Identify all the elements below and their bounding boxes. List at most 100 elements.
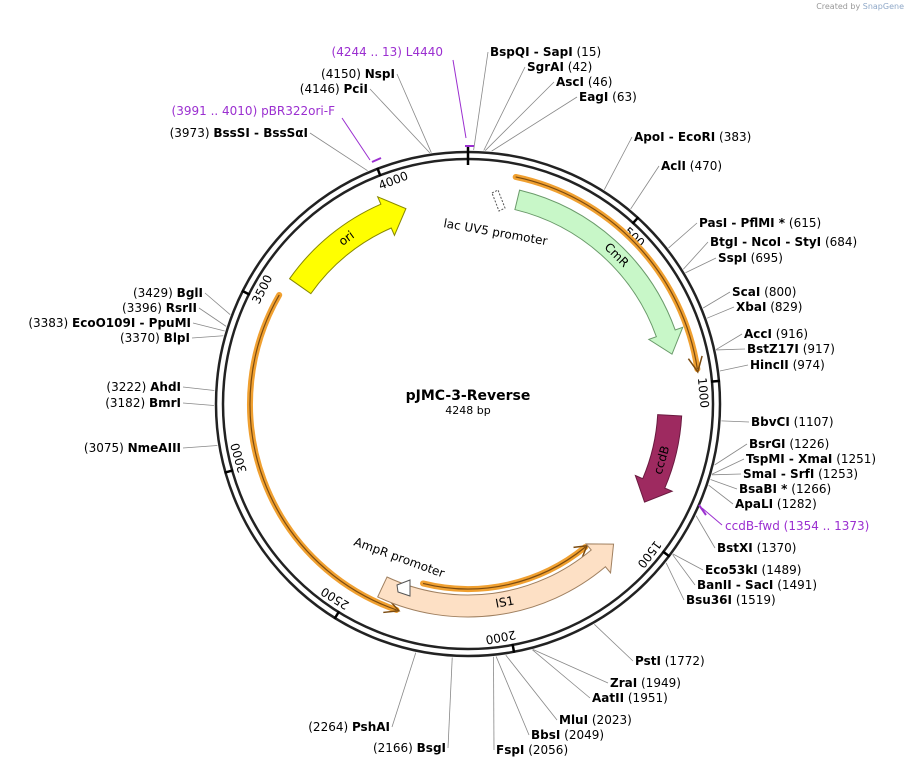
- enzyme-label[interactable]: BanII - SacI (1491): [697, 578, 817, 592]
- primer-label[interactable]: (3991 .. 4010) pBR322ori-F: [172, 104, 336, 118]
- enzyme-label[interactable]: (3973) BssSI - BssSαI: [170, 126, 308, 140]
- feature-cmr-arrow: [514, 189, 684, 355]
- orf-arrows: [247, 173, 703, 614]
- leader-line: [447, 657, 453, 749]
- leader-line: [191, 335, 224, 339]
- enzyme-label[interactable]: (3222) AhdI: [106, 380, 181, 394]
- enzyme-label[interactable]: (4150) NspI: [321, 67, 395, 81]
- leader-line: [182, 402, 215, 406]
- enzyme-label[interactable]: (2166) BsgI: [373, 741, 446, 755]
- enzyme-label[interactable]: XbaI (829): [736, 300, 803, 314]
- enzyme-label[interactable]: BstZ17I (917): [747, 342, 835, 356]
- enzyme-label[interactable]: ApaLI (1282): [735, 497, 817, 511]
- enzyme-label[interactable]: AatII (1951): [592, 691, 668, 705]
- primer-mark: [698, 504, 707, 516]
- enzyme-label[interactable]: PstI (1772): [635, 654, 705, 668]
- leader-line: [594, 624, 634, 662]
- enzyme-label[interactable]: BbvCI (1107): [751, 415, 834, 429]
- plasmid-backbone: [214, 146, 722, 658]
- feature-ori-arrow: [288, 195, 407, 295]
- leader-line: [484, 81, 555, 151]
- primer-label[interactable]: (4244 .. 13) L4440: [332, 45, 443, 59]
- enzyme-label[interactable]: (3429) BglI: [133, 286, 203, 300]
- tick-label: 2000: [484, 628, 517, 647]
- leader-line: [672, 554, 696, 586]
- label-leader-lines: [182, 51, 750, 751]
- leader-line: [396, 73, 432, 153]
- leader-line: [695, 515, 716, 549]
- tick-mark: [710, 379, 721, 383]
- lac-uv5-promoter-label: lac UV5 promoter: [442, 216, 548, 248]
- leader-line: [603, 136, 633, 190]
- feature-ccdb-arrow: [634, 414, 683, 503]
- ampr-promoter-label: AmpR promoter: [352, 535, 446, 581]
- enzyme-label[interactable]: HincII (974): [750, 358, 825, 372]
- enzyme-label[interactable]: MluI (2023): [559, 713, 632, 727]
- feature-is1-label: IS1: [494, 594, 515, 611]
- leader-line: [182, 445, 218, 449]
- leader-line: [505, 654, 558, 721]
- plasmid-name: pJMC-3-Reverse: [406, 388, 531, 404]
- leader-line: [715, 333, 743, 350]
- enzyme-label[interactable]: BsrGI (1226): [749, 437, 829, 451]
- enzyme-label[interactable]: Bsu36I (1519): [686, 593, 776, 607]
- enzyme-label[interactable]: TspMI - XmaI (1251): [746, 452, 876, 466]
- enzyme-label[interactable]: AscI (46): [556, 75, 612, 89]
- orf-arc-core: [515, 176, 698, 370]
- primer-leader: [701, 507, 723, 526]
- enzyme-label[interactable]: ZraI (1949): [610, 676, 681, 690]
- leader-line: [668, 222, 698, 249]
- plasmid-length: 4248 bp: [445, 404, 490, 417]
- enzyme-label[interactable]: (4146) PciI: [300, 82, 368, 96]
- primer-mark: [371, 157, 382, 163]
- tick-mark: [376, 167, 382, 177]
- enzyme-label[interactable]: BbsI (2049): [531, 728, 604, 742]
- leader-line: [192, 322, 225, 332]
- enzyme-label[interactable]: (3182) BmrI: [105, 396, 181, 410]
- enzyme-label[interactable]: ScaI (800): [732, 285, 796, 299]
- enzyme-label[interactable]: SmaI - SrfI (1253): [743, 467, 858, 481]
- enzyme-label[interactable]: BtgI - NcoI - StyI (684): [710, 235, 857, 249]
- enzyme-label[interactable]: BsaBI * (1266): [739, 482, 831, 496]
- enzyme-label[interactable]: (3383) EcoO109I - PpuMI: [28, 316, 191, 330]
- enzyme-label[interactable]: AclI (470): [661, 159, 722, 173]
- enzyme-label[interactable]: AccI (916): [744, 327, 808, 341]
- leader-line: [204, 292, 231, 315]
- enzyme-label[interactable]: SgrAI (42): [527, 60, 592, 74]
- leader-line: [708, 484, 734, 505]
- leader-line: [309, 132, 368, 172]
- enzyme-label[interactable]: (3370) BlpI: [120, 331, 190, 345]
- leader-line: [721, 420, 750, 423]
- enzyme-label[interactable]: SspI (695): [718, 251, 783, 265]
- primer-label[interactable]: ccdB-fwd (1354 .. 1373): [725, 519, 869, 533]
- leader-line: [716, 348, 746, 351]
- feature-is1-arrow: [377, 543, 615, 618]
- enzyme-label[interactable]: BspQI - SapI (15): [490, 45, 601, 59]
- enzyme-label[interactable]: ApoI - EcoRI (383): [634, 130, 751, 144]
- leader-line: [495, 656, 530, 736]
- tick-mark: [241, 289, 251, 296]
- leader-line: [714, 443, 748, 466]
- leader-line: [369, 88, 431, 154]
- enzyme-labels: BspQI - SapI (15)SgrAI (42)AscI (46)EagI…: [28, 45, 876, 757]
- enzyme-label[interactable]: BstXI (1370): [717, 541, 796, 555]
- leader-line: [630, 165, 660, 210]
- leader-line: [532, 649, 609, 684]
- enzyme-label[interactable]: Eco53kI (1489): [705, 563, 801, 577]
- enzyme-label[interactable]: FspI (2056): [496, 743, 568, 757]
- leader-line: [182, 386, 215, 391]
- enzyme-label[interactable]: (3075) NmeAIII: [84, 441, 181, 455]
- enzyme-label[interactable]: (2264) PshAI: [308, 720, 390, 734]
- leader-line: [473, 51, 489, 151]
- orf-arc-core: [249, 294, 397, 611]
- leader-line: [198, 307, 227, 327]
- leader-line: [702, 291, 731, 309]
- enzyme-label[interactable]: EagI (63): [579, 90, 637, 104]
- leader-line: [532, 649, 591, 699]
- tick-label: 1000: [695, 377, 712, 409]
- enzyme-label[interactable]: PasI - PflMI * (615): [699, 216, 821, 230]
- tick-label: 3500: [249, 273, 275, 307]
- enzyme-label[interactable]: (3396) RsrII: [122, 301, 197, 315]
